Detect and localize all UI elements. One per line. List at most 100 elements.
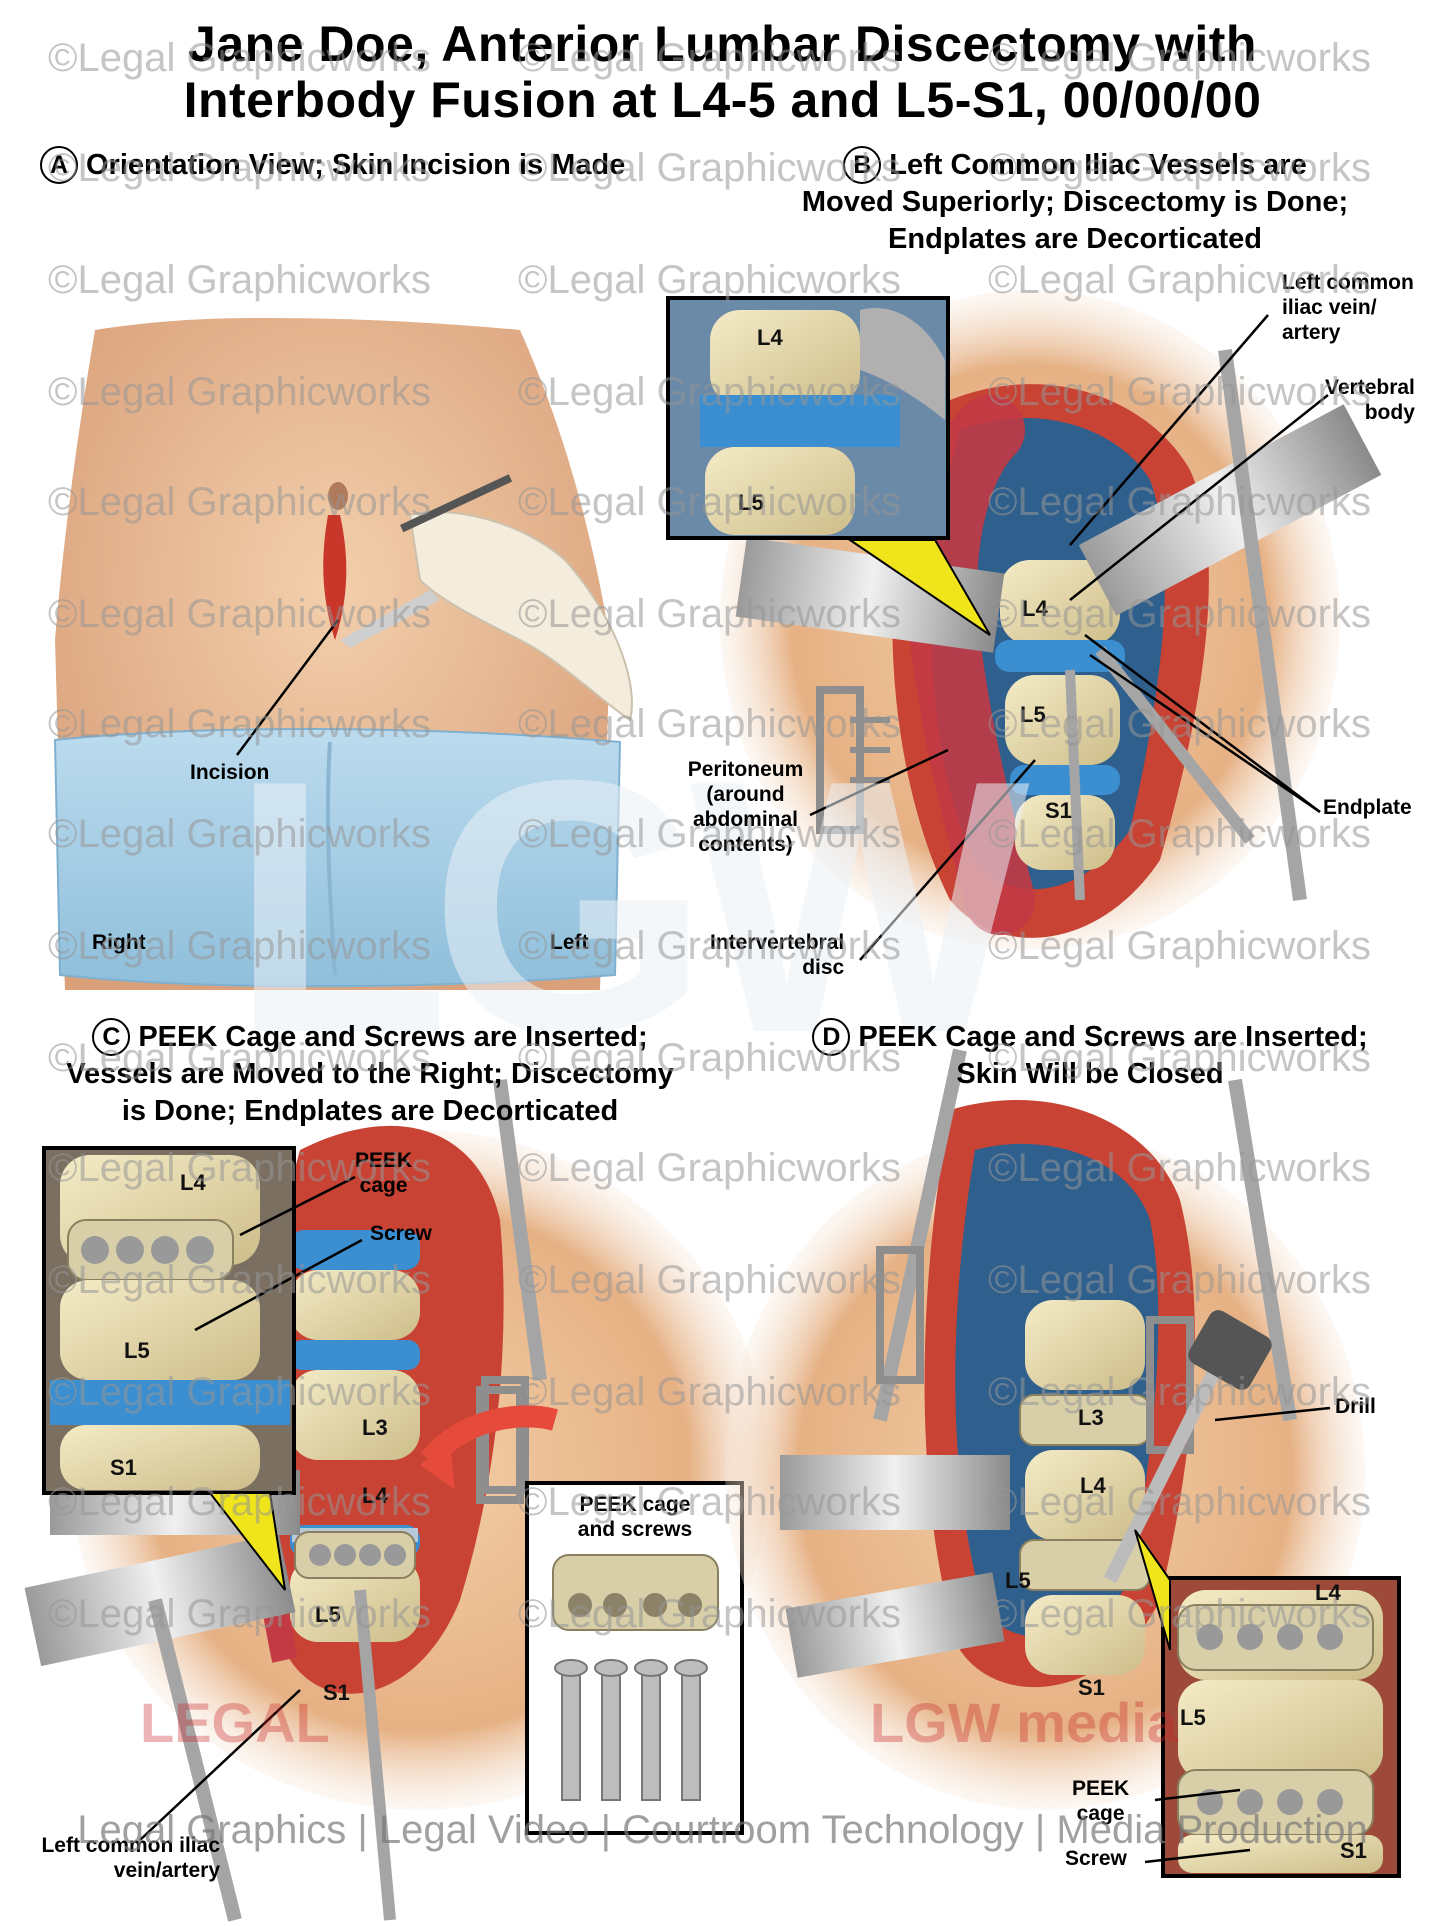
vertebra-l3-c: L3 [362, 1415, 388, 1440]
footer-text: Legal Graphics | Legal Video | Courtroom… [77, 1808, 1368, 1852]
panel-d-title-1: PEEK Cage and Screws are Inserted; [858, 1021, 1368, 1053]
watermark: ©Legal Graphicworks [988, 258, 1371, 302]
watermark: ©Legal Graphicworks [988, 702, 1371, 746]
vertebra-l5-d: L5 [1005, 1568, 1031, 1593]
watermark: ©Legal Graphicworks [988, 146, 1371, 190]
watermark: ©Legal Graphicworks [518, 480, 901, 524]
watermark: ©Legal Graphicworks [988, 1480, 1371, 1524]
watermark: ©Legal Graphicworks [518, 36, 901, 80]
vertebra-s1-inset-d: S1 [1340, 1838, 1367, 1863]
watermark: ©Legal Graphicworks [988, 924, 1371, 968]
surgical-field-d [725, 1048, 1401, 1878]
watermark: ©Legal Graphicworks [48, 924, 431, 968]
watermark: ©Legal Graphicworks [988, 592, 1371, 636]
watermark: ©Legal Graphicworks [518, 1370, 901, 1414]
watermark: ©Legal Graphicworks [988, 1036, 1371, 1080]
watermark: ©Legal Graphicworks [988, 1146, 1371, 1190]
label-peek-cage-inset: PEEK cage [355, 1149, 413, 1197]
vertebra-l5-inset-b: L5 [738, 490, 764, 515]
watermark: ©Legal Graphicworks [518, 1480, 901, 1524]
panel-c-title-1: PEEK Cage and Screws are Inserted; [138, 1021, 648, 1053]
watermark: ©Legal Graphicworks [518, 258, 901, 302]
page-title: Jane Doe, Anterior Lumbar Discectomy wit… [0, 16, 1445, 128]
watermark: ©Legal Graphicworks [518, 1146, 901, 1190]
label-vertebral-body: Vertebral body [1325, 376, 1415, 424]
panel-d-title-2: Skin Will be Closed [956, 1058, 1224, 1090]
label-left-common-iliac-c: Left common iliac vein/artery [41, 1834, 220, 1882]
label-endplate: Endplate [1323, 796, 1412, 819]
label-intervertebral-disc: Intervertebral disc [710, 931, 845, 979]
watermark: ©Legal Graphicworks [518, 702, 901, 746]
surgical-field-c [24, 1079, 770, 1922]
vertebra-l4-inset-c: L4 [180, 1170, 206, 1195]
watermark: ©Legal Graphicworks [518, 1036, 901, 1080]
panel-b-title-1: Left Common Iliac Vessels are [889, 149, 1307, 181]
watermark: ©Legal Graphicworks [48, 1036, 431, 1080]
watermark: ©Legal Graphicworks [988, 370, 1371, 414]
vertebra-l5-c: L5 [315, 1602, 341, 1627]
vertebra-s1-b: S1 [1045, 798, 1072, 823]
watermark: ©Legal Graphicworks [48, 592, 431, 636]
vertebra-l3-d: L3 [1078, 1405, 1104, 1430]
panel-c-letter: C [92, 1018, 131, 1056]
watermark: ©Legal Graphicworks [48, 1480, 431, 1524]
label-drill: Drill [1335, 1395, 1376, 1418]
vertebra-l5-inset-c: L5 [124, 1338, 150, 1363]
label-peritoneum: Peritoneum (around abdominal contents) [687, 758, 804, 856]
label-screw-d: Screw [1065, 1847, 1127, 1870]
label-left-common-iliac: Left common iliac vein/ artery [1282, 271, 1414, 344]
torso-illustration [53, 318, 633, 990]
vertebra-l4-d: L4 [1080, 1473, 1106, 1498]
watermark: ©Legal Graphicworks [518, 1592, 901, 1636]
vertebra-l4-c: L4 [362, 1483, 388, 1508]
title-line-1: Jane Doe, Anterior Lumbar Discectomy wit… [188, 16, 1257, 72]
watermark: ©Legal Graphicworks [988, 36, 1371, 80]
panel-a-letter: A [40, 146, 78, 184]
label-left: Left [550, 931, 589, 954]
panel-d-letter: D [812, 1018, 851, 1056]
title-line-2: Interbody Fusion at L4-5 and L5-S1, 00/0… [183, 72, 1262, 128]
watermark: ©Legal Graphicworks [988, 1370, 1371, 1414]
watermark: ©Legal Graphicworks [518, 812, 901, 856]
watermark: ©Legal Graphicworks [988, 1592, 1371, 1636]
watermark: ©Legal Graphicworks [518, 924, 901, 968]
watermark: ©Legal Graphicworks [48, 370, 431, 414]
label-incision: Incision [190, 761, 270, 784]
watermark: ©Legal Graphicworks [48, 1370, 431, 1414]
watermark: ©Legal Graphicworks [48, 146, 431, 190]
watermark: ©Legal Graphicworks [48, 702, 431, 746]
vertebra-l4-inset-b: L4 [757, 325, 783, 350]
watermark: ©Legal Graphicworks [48, 258, 431, 302]
watermark: ©Legal Graphicworks [48, 1146, 431, 1190]
leader-lines [139, 314, 1331, 1864]
logo-left: LEGAL [140, 1691, 330, 1754]
vertebra-l5-inset-d: L5 [1180, 1705, 1206, 1730]
watermark: ©Legal Graphicworks [518, 146, 901, 190]
vertebra-l4-b: L4 [1022, 596, 1048, 621]
panel-b-title-2: Moved Superiorly; Discectomy is Done; [801, 186, 1349, 218]
watermark: ©Legal Graphicworks [988, 480, 1371, 524]
label-peek-cage-d: PEEK cage [1072, 1777, 1130, 1825]
panel-b-letter: B [843, 146, 882, 184]
watermark: ©Legal Graphicworks [48, 1258, 431, 1302]
watermark: ©Legal Graphicworks [988, 1258, 1371, 1302]
vertebra-l5-b: L5 [1020, 702, 1046, 727]
vertebra-s1-d: S1 [1078, 1675, 1105, 1700]
watermark: ©Legal Graphicworks [48, 36, 431, 80]
vertebra-s1-c: S1 [323, 1680, 350, 1705]
watermark: ©Legal Graphicworks [518, 592, 901, 636]
watermark: ©Legal Graphicworks [48, 480, 431, 524]
vertebra-s1-inset-c: S1 [110, 1455, 137, 1480]
panel-c-title-2: Vessels are Moved to the Right; Discecto… [66, 1058, 674, 1090]
watermark: ©Legal Graphicworks [48, 1592, 431, 1636]
watermark: ©Legal Graphicworks [48, 812, 431, 856]
logo-right: LGW media [870, 1691, 1179, 1754]
panel-c-title-3: is Done; Endplates are Decorticated [121, 1095, 619, 1127]
label-right: Right [92, 931, 146, 954]
